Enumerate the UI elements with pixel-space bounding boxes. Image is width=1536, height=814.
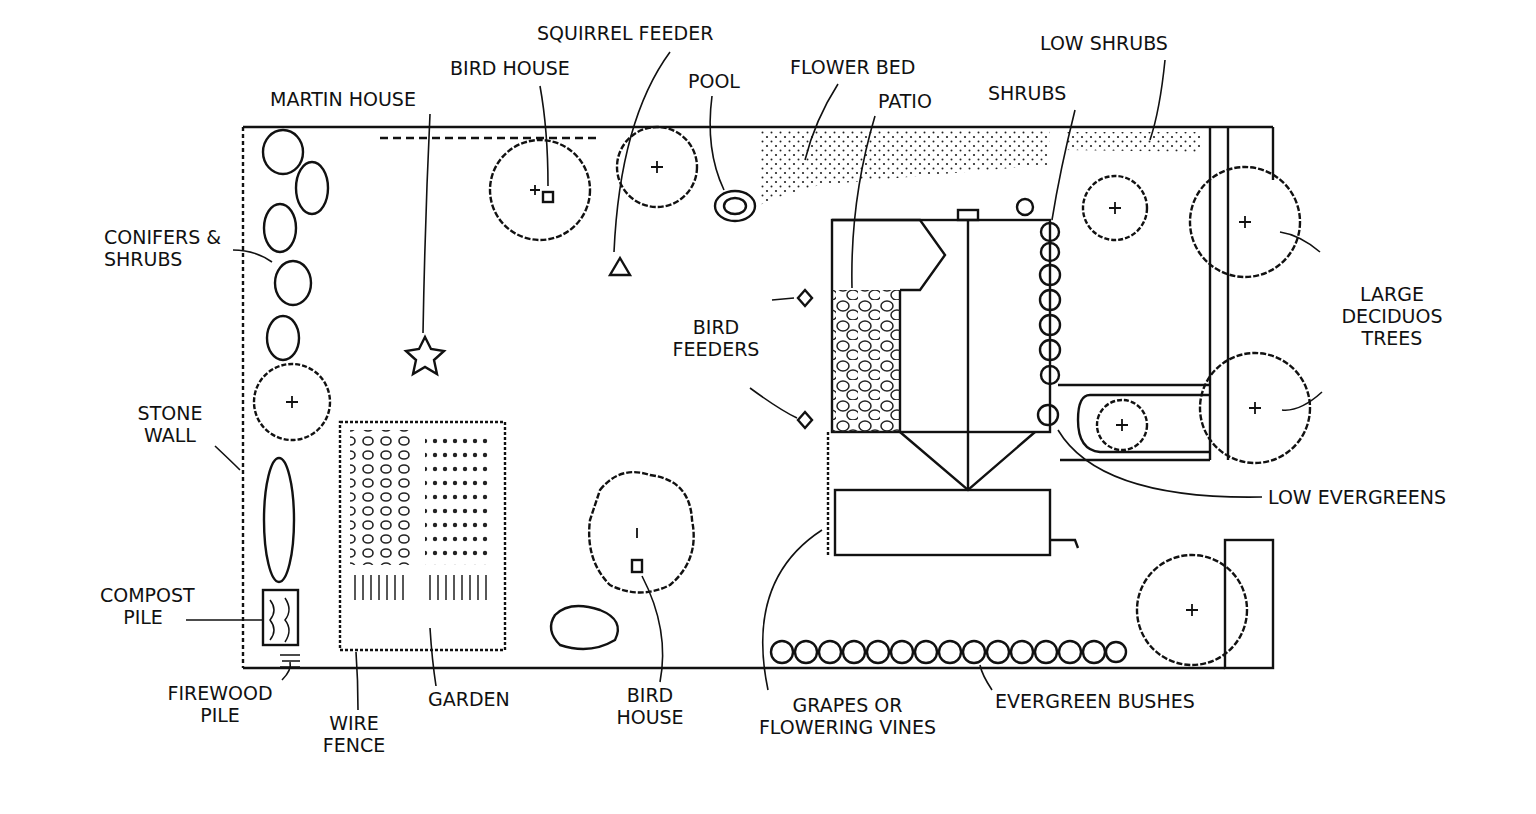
squirrel-feeder-label: SQUIRREL FEEDER [537,22,713,44]
martin-house-label: MARTIN HOUSE [270,88,416,110]
trees-label: LARGE DECIDUOS TREES [1322,283,1462,349]
low-evergreens-label: LOW EVERGREENS [1268,486,1446,508]
bird-house-label: BIRD HOUSE [450,57,570,79]
stone-wall-label: STONE WALL [124,402,216,446]
conifers-label: CONIFERS & SHRUBS [104,226,232,270]
flower-bed-label: FLOWER BED [790,56,916,78]
bird-feeders-label: BIRD FEEDERS [660,316,772,360]
bird-house-label: BIRD HOUSE [600,684,700,728]
shrubs-label: SHRUBS [988,82,1066,104]
vines-label: GRAPES OR FLOWERING VINES [735,694,960,738]
firewood-label: FIREWOOD PILE [152,682,288,726]
low-shrubs-label: LOW SHRUBS [1040,32,1168,54]
compost-label: COMPOST PILE [100,584,186,628]
patio-label: PATIO [878,90,932,112]
pool-label: POOL [688,70,740,92]
evergreen-bushes-label: EVERGREEN BUSHES [995,690,1195,712]
garden-label: GARDEN [428,688,510,710]
wire-fence-label: WIRE FENCE [312,712,396,756]
